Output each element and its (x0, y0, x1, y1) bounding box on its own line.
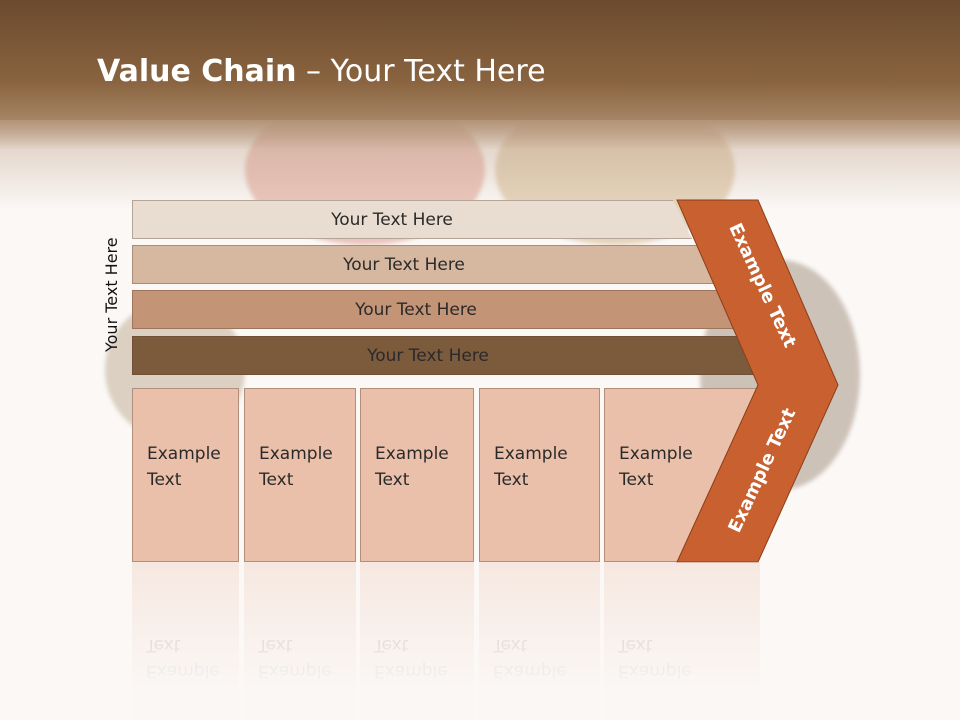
box-line-1: Example (375, 444, 449, 464)
box-line-1: Example (619, 444, 693, 464)
title-rest: – Your Text Here (296, 54, 546, 89)
chain-bar-label: Your Text Here (343, 254, 465, 275)
box-line-2: Text (259, 470, 294, 490)
chain-bar-2[interactable]: Your Text Here (132, 245, 716, 284)
header-fade (0, 120, 960, 210)
box-line-1: Example (494, 444, 568, 464)
box-line-2: Text (147, 470, 182, 490)
chain-bar-3[interactable]: Your Text Here (132, 290, 740, 329)
box-line-2: Text (619, 470, 654, 490)
chain-bar-1[interactable]: Your Text Here (132, 200, 692, 239)
box-line-1: Example (259, 444, 333, 464)
box-line-2: Text (494, 470, 529, 490)
chain-bar-label: Your Text Here (355, 299, 477, 320)
page-title: Value Chain – Your Text Here (97, 54, 546, 89)
chain-bar-4[interactable]: Your Text Here (132, 336, 764, 375)
box-line-1: Example (147, 444, 221, 464)
chain-bar-label: Your Text Here (331, 209, 453, 230)
title-bold: Value Chain (97, 54, 297, 89)
box-line-2: Text (375, 470, 410, 490)
chain-bar-label: Your Text Here (367, 345, 489, 366)
reflection-fade (0, 562, 960, 720)
